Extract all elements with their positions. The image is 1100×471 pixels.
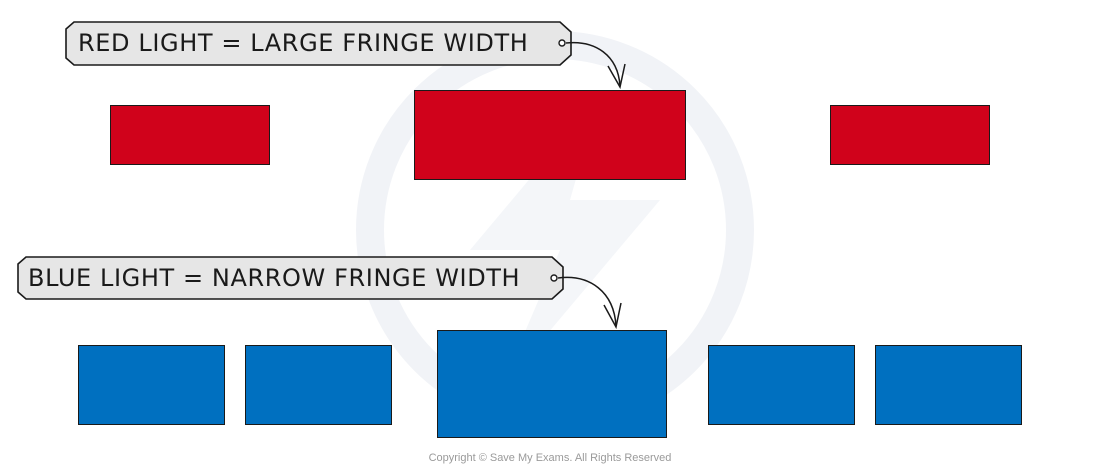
red-tag-hole — [558, 39, 566, 47]
blue-connector-arrow — [557, 276, 617, 327]
copyright-notice: Copyright © Save My Exams. All Rights Re… — [428, 452, 672, 464]
red-light-label: RED LIGHT = LARGE FRINGE WIDTH — [78, 29, 529, 57]
red-fringe-right — [830, 105, 990, 165]
blue-fringe-4 — [708, 345, 855, 425]
blue-fringe-central — [437, 330, 667, 438]
blue-light-label: BLUE LIGHT = NARROW FRINGE WIDTH — [28, 264, 521, 292]
red-fringe-left — [110, 105, 270, 165]
blue-fringe-2 — [245, 345, 392, 425]
blue-fringe-1 — [78, 345, 225, 425]
blue-tag-hole — [550, 274, 558, 282]
red-fringe-central — [414, 90, 686, 180]
red-tag-shape — [65, 21, 572, 66]
blue-arrowhead-icon — [603, 302, 622, 330]
blue-fringe-5 — [875, 345, 1022, 425]
red-arrowhead-icon — [607, 63, 626, 90]
red-connector-arrow — [565, 41, 621, 87]
blue-tag-shape — [17, 256, 564, 300]
